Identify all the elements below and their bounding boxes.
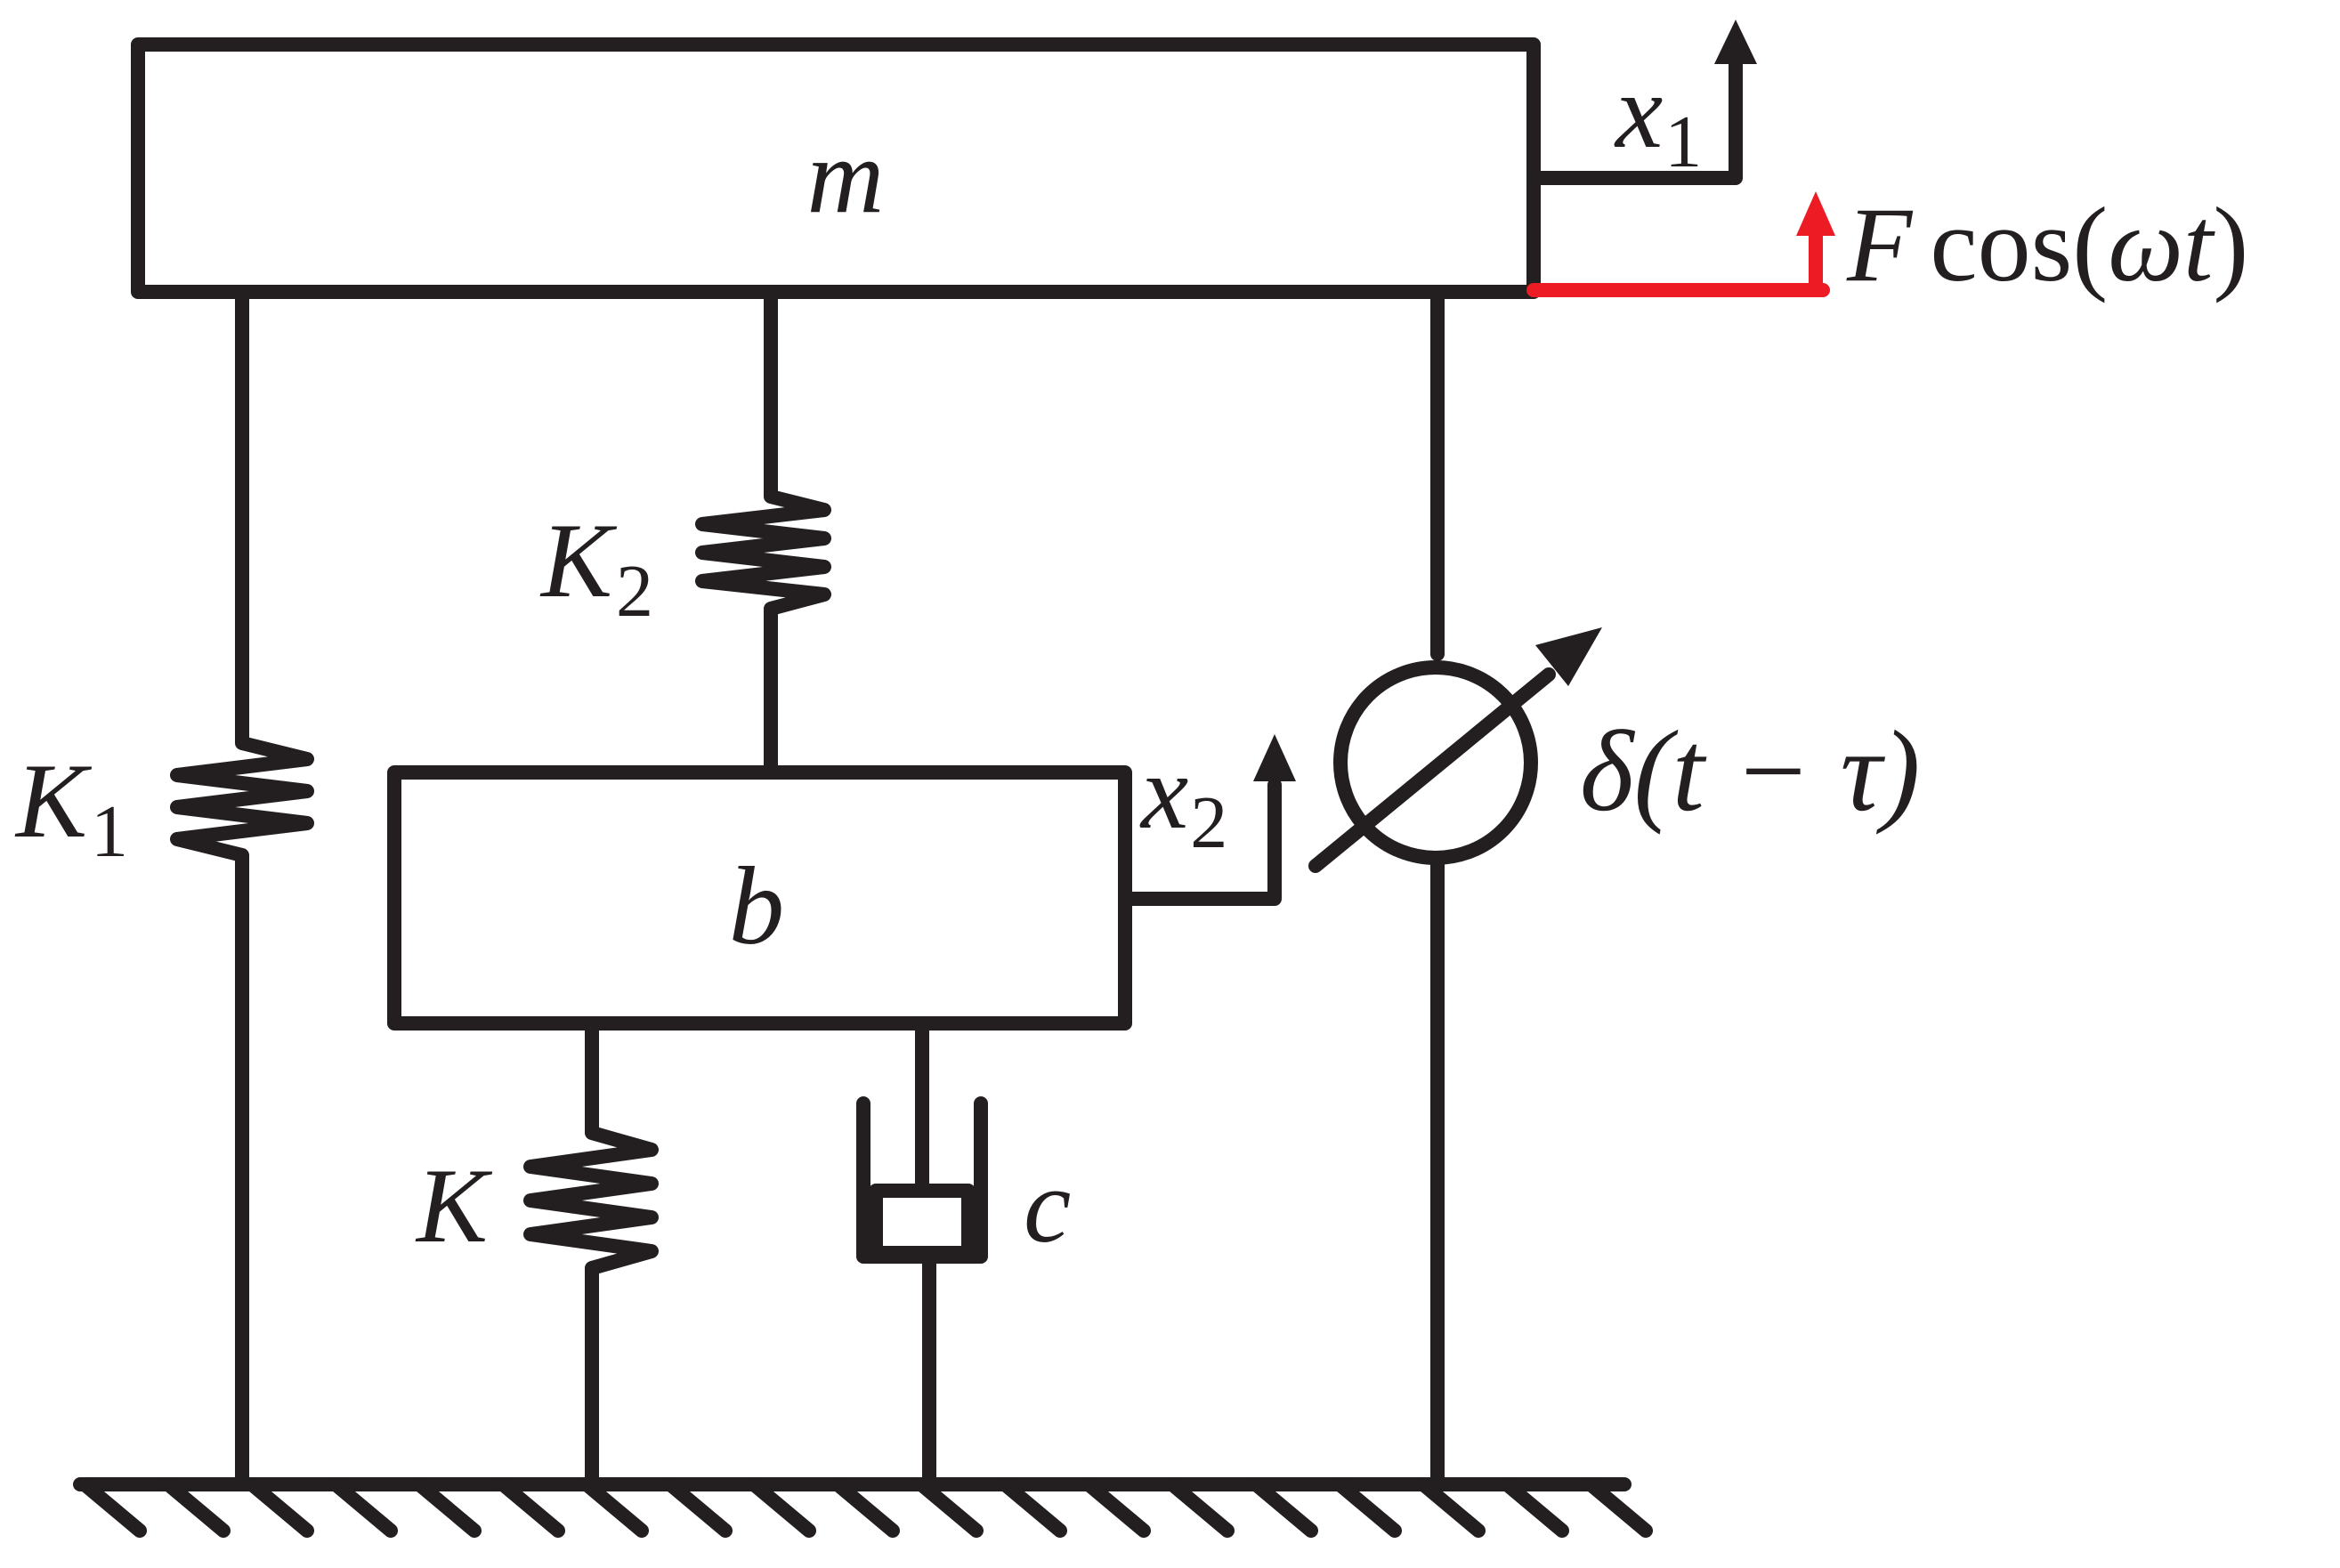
ground-hatch-mark xyxy=(1249,1477,1318,1538)
ground-hatch-mark xyxy=(328,1477,398,1538)
ground-hatch-mark xyxy=(1332,1477,1402,1538)
ground-hatch-mark xyxy=(161,1477,231,1538)
ground-hatch-mark xyxy=(747,1477,816,1538)
ground-hatch-mark xyxy=(245,1477,314,1538)
main-mass-block xyxy=(131,37,1541,299)
x1-label: x1 xyxy=(1614,52,1702,183)
x2-label: x2 xyxy=(1139,732,1227,864)
ground-hatch-mark xyxy=(998,1477,1067,1538)
spring-k2-label: K2 xyxy=(539,501,653,633)
spring-k-label: K xyxy=(415,1146,493,1265)
spring-k1 xyxy=(170,285,314,1491)
ground-hatch-mark xyxy=(1583,1477,1653,1538)
damper-c xyxy=(856,1016,988,1491)
spring-k1-label: K1 xyxy=(14,741,128,873)
x2-displacement-arrow xyxy=(1118,734,1296,906)
x1-displacement-arrow xyxy=(1526,20,1757,185)
variable-actuator-icon xyxy=(1308,285,1602,1491)
ground-hatch-mark xyxy=(77,1477,147,1538)
ground-hatch-mark xyxy=(579,1477,649,1538)
spring-k2 xyxy=(695,285,831,780)
ground-hatch-mark xyxy=(496,1477,565,1538)
absorber-mass-label: b xyxy=(729,845,785,968)
spring-k xyxy=(523,1016,659,1491)
ground-hatch-mark xyxy=(1416,1477,1486,1538)
actuator-delay-label: δ(t − τ) xyxy=(1580,707,1920,836)
ground-hatch-mark xyxy=(1165,1477,1235,1538)
ground-hatch-mark xyxy=(1500,1477,1569,1538)
ground-hatch-mark xyxy=(1081,1477,1151,1538)
main-mass-label: m xyxy=(807,117,885,235)
ground-hatch-mark xyxy=(412,1477,482,1538)
hatched-ground-icon xyxy=(73,1477,1653,1538)
ground-hatch-mark xyxy=(830,1477,900,1538)
ground-hatch-mark xyxy=(663,1477,733,1538)
ground-hatch-mark xyxy=(914,1477,984,1538)
damper-c-label: c xyxy=(1024,1146,1071,1265)
excitation-force-arrow xyxy=(1526,191,1835,297)
